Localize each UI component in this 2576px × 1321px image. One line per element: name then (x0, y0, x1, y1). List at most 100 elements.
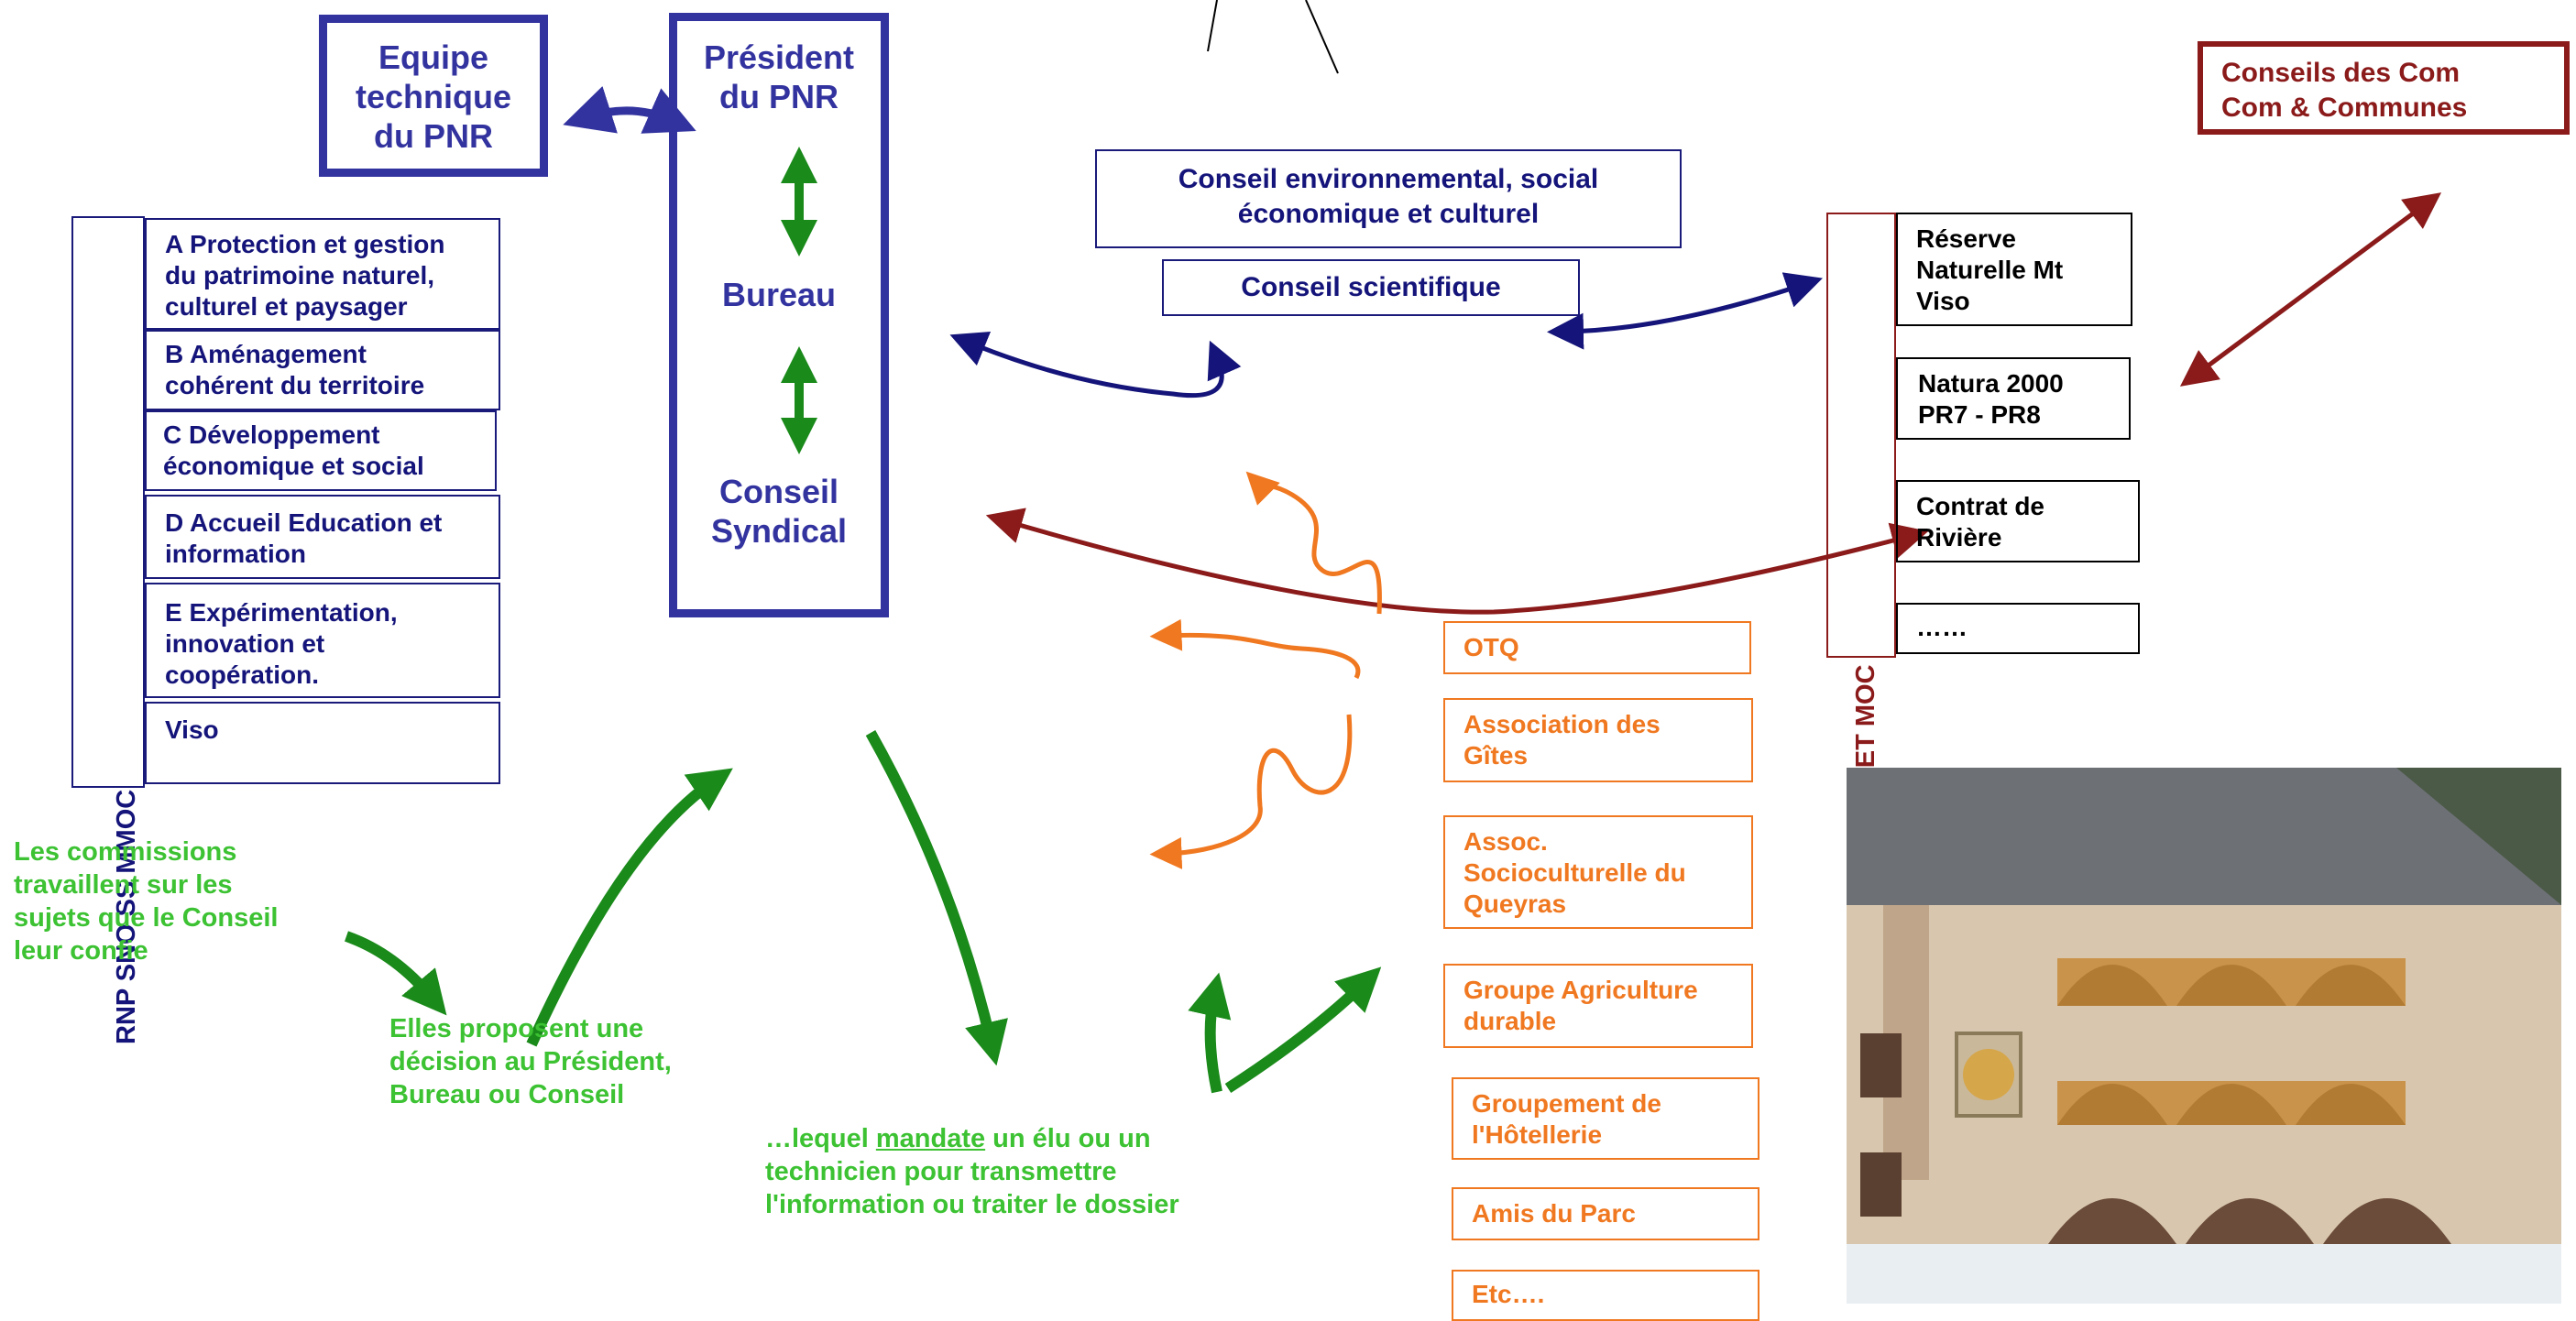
commission-b-line-1: B Aménagement (165, 340, 367, 368)
partenaires-vertical-bar (1826, 213, 1896, 658)
commission-d-line-2: information (165, 540, 306, 568)
orange-wave-1 (1245, 471, 1382, 615)
step2-line-1: Elles proposent une (389, 1014, 644, 1043)
step3-pre: …lequel (765, 1124, 876, 1153)
commission-c-line-2: économique et social (163, 452, 424, 480)
orange-wave-3 (1149, 714, 1353, 869)
agri-line-1: Groupe Agriculture (1463, 976, 1698, 1004)
top-line-left (1207, 0, 1218, 52)
association-otq-box: OTQ (1443, 621, 1751, 674)
step1-line-1: Les commissions (14, 837, 237, 867)
conseil-scientifique-label: Conseil scientifique (1241, 272, 1501, 302)
conseil-syndical-line-1: Conseil (718, 473, 839, 510)
step3-line-3: l'information ou traiter le dossier (765, 1190, 1179, 1219)
commission-c-line-1: C Développement (163, 420, 380, 449)
agri-line-2: durable (1463, 1007, 1557, 1035)
conseil-syndical-line-2: Syndical (710, 512, 848, 550)
amis-label: Amis du Parc (1472, 1199, 1636, 1228)
reserve-line-3: Viso (1916, 287, 1970, 315)
step2-line-3: Bureau ou Conseil (389, 1080, 625, 1109)
equipe-technique-box: Equipe technique du PNR (319, 15, 548, 177)
commission-a-line-3: culturel et paysager (165, 292, 408, 321)
commission-a-line-2: du patrimoine naturel, (165, 261, 435, 289)
commission-c-box: C Développement économique et social (145, 410, 497, 491)
gites-line-1: Association des (1463, 710, 1661, 738)
conseil-env-line-1: Conseil environnemental, social (1178, 164, 1599, 194)
conseil-scientifique-box: Conseil scientifique (1162, 259, 1580, 316)
commission-a-line-1: A Protection et gestion (165, 230, 445, 258)
step1-line-3: sujets que le Conseil (14, 903, 279, 933)
commission-a-box: A Protection et gestion du patrimoine na… (145, 218, 500, 330)
contrat-line-2: Rivière (1916, 523, 2002, 551)
contrat-riviere-box: Contrat de Rivière (1896, 480, 2140, 562)
equipe-line-2: technique (355, 78, 511, 115)
building-photo (1847, 768, 2561, 1304)
commission-viso-line-1: Viso (165, 715, 219, 744)
arrow-scientifique-partenaires (1547, 272, 1823, 350)
step1-line-4: leur confie (14, 936, 148, 966)
equipe-line-1: Equipe (378, 38, 488, 76)
commission-d-line-1: D Accueil Education et (165, 508, 443, 537)
green-arrow-mandate (865, 730, 1008, 1066)
bureau-label: Bureau (721, 276, 837, 313)
natura-line-1: Natura 2000 (1918, 369, 2064, 398)
green-arrow-up-1 (1188, 972, 1232, 1094)
associations-etc-box: Etc…. (1452, 1270, 1759, 1321)
groupe-agriculture-box: Groupe Agriculture durable (1443, 964, 1753, 1048)
president-line-1: Président (703, 38, 855, 76)
conseil-environnemental-box: Conseil environnemental, social économiq… (1095, 149, 1682, 248)
arrow-partenaires-to-conseil (985, 508, 1929, 615)
building-illustration (1847, 768, 2561, 1304)
commission-b-line-2: cohérent du territoire (165, 371, 425, 399)
hotel-line-1: Groupement de (1472, 1089, 1661, 1118)
process-step-3: …lequel mandate un élu ou un technicien … (765, 1122, 1179, 1221)
partenaires-etc-label: …… (1916, 613, 1968, 641)
comcom-line-1: Conseils des Com (2221, 58, 2461, 88)
natura-2000-box: Natura 2000 PR7 - PR8 (1896, 357, 2131, 440)
process-step-2: Elles proposent une décision au Présiden… (389, 1012, 672, 1111)
comcom-line-2: Com & Communes (2221, 93, 2468, 123)
president-line-2: du PNR (719, 78, 839, 115)
president-column-box: Président du PNR Bureau Conseil Syndical (669, 13, 889, 617)
socio-line-3: Queyras (1463, 890, 1567, 918)
contrat-line-1: Contrat de (1916, 492, 2044, 520)
reserve-line-2: Naturelle Mt (1916, 256, 2064, 284)
arrow-conseils-to-pnr (949, 332, 1242, 398)
association-socioculturelle-box: Assoc. Socioculturelle du Queyras (1443, 815, 1753, 929)
partenaires-etc-box: …… (1896, 603, 2140, 654)
step1-line-2: travaillent sur les (14, 870, 233, 900)
reserve-line-1: Réserve (1916, 224, 2016, 253)
natura-line-2: PR7 - PR8 (1918, 400, 2041, 429)
step2-line-2: décision au Président, (389, 1047, 672, 1076)
process-step-1: Les commissions travaillent sur les suje… (14, 835, 278, 967)
green-arrow-to-president (526, 768, 733, 1047)
groupement-hotellerie-box: Groupement de l'Hôtellerie (1452, 1077, 1759, 1160)
otq-label: OTQ (1463, 633, 1519, 661)
socio-line-2: Socioculturelle du (1463, 858, 1686, 887)
conseil-env-line-2: économique et culturel (1237, 199, 1540, 229)
arrow-comcom-partenaires (2179, 192, 2442, 387)
amis-du-parc-box: Amis du Parc (1452, 1187, 1759, 1240)
comcom-box: Conseils des Com Com & Communes (2198, 41, 2570, 135)
reserve-naturelle-box: Réserve Naturelle Mt Viso (1896, 213, 2132, 326)
commission-e-line-2: innovation et (165, 629, 325, 658)
step3-post: un élu ou un (985, 1124, 1151, 1153)
commission-e-box: E Expérimentation, innovation et coopéra… (145, 583, 500, 698)
association-gites-box: Association des Gîtes (1443, 698, 1753, 782)
commissions-vertical-bar (71, 216, 145, 788)
orange-wave-2 (1149, 618, 1361, 680)
commission-viso-box: Viso (145, 702, 500, 784)
step3-mandate: mandate (875, 1124, 986, 1153)
top-line-right (1305, 0, 1339, 74)
step3-line-1: …lequel mandate un élu ou un (765, 1122, 1179, 1155)
socio-line-1: Assoc. (1463, 827, 1548, 856)
hotel-line-2: l'Hôtellerie (1472, 1120, 1603, 1149)
commission-b-box: B Aménagement cohérent du territoire (145, 330, 500, 410)
green-arrow-commissions (344, 931, 447, 1016)
gites-line-2: Gîtes (1463, 741, 1529, 770)
commission-e-line-3: coopération. (165, 660, 320, 689)
green-arrow-up-2 (1224, 966, 1382, 1094)
arrow-equipe-president (563, 86, 696, 134)
commission-d-box: D Accueil Education et information (145, 495, 500, 579)
